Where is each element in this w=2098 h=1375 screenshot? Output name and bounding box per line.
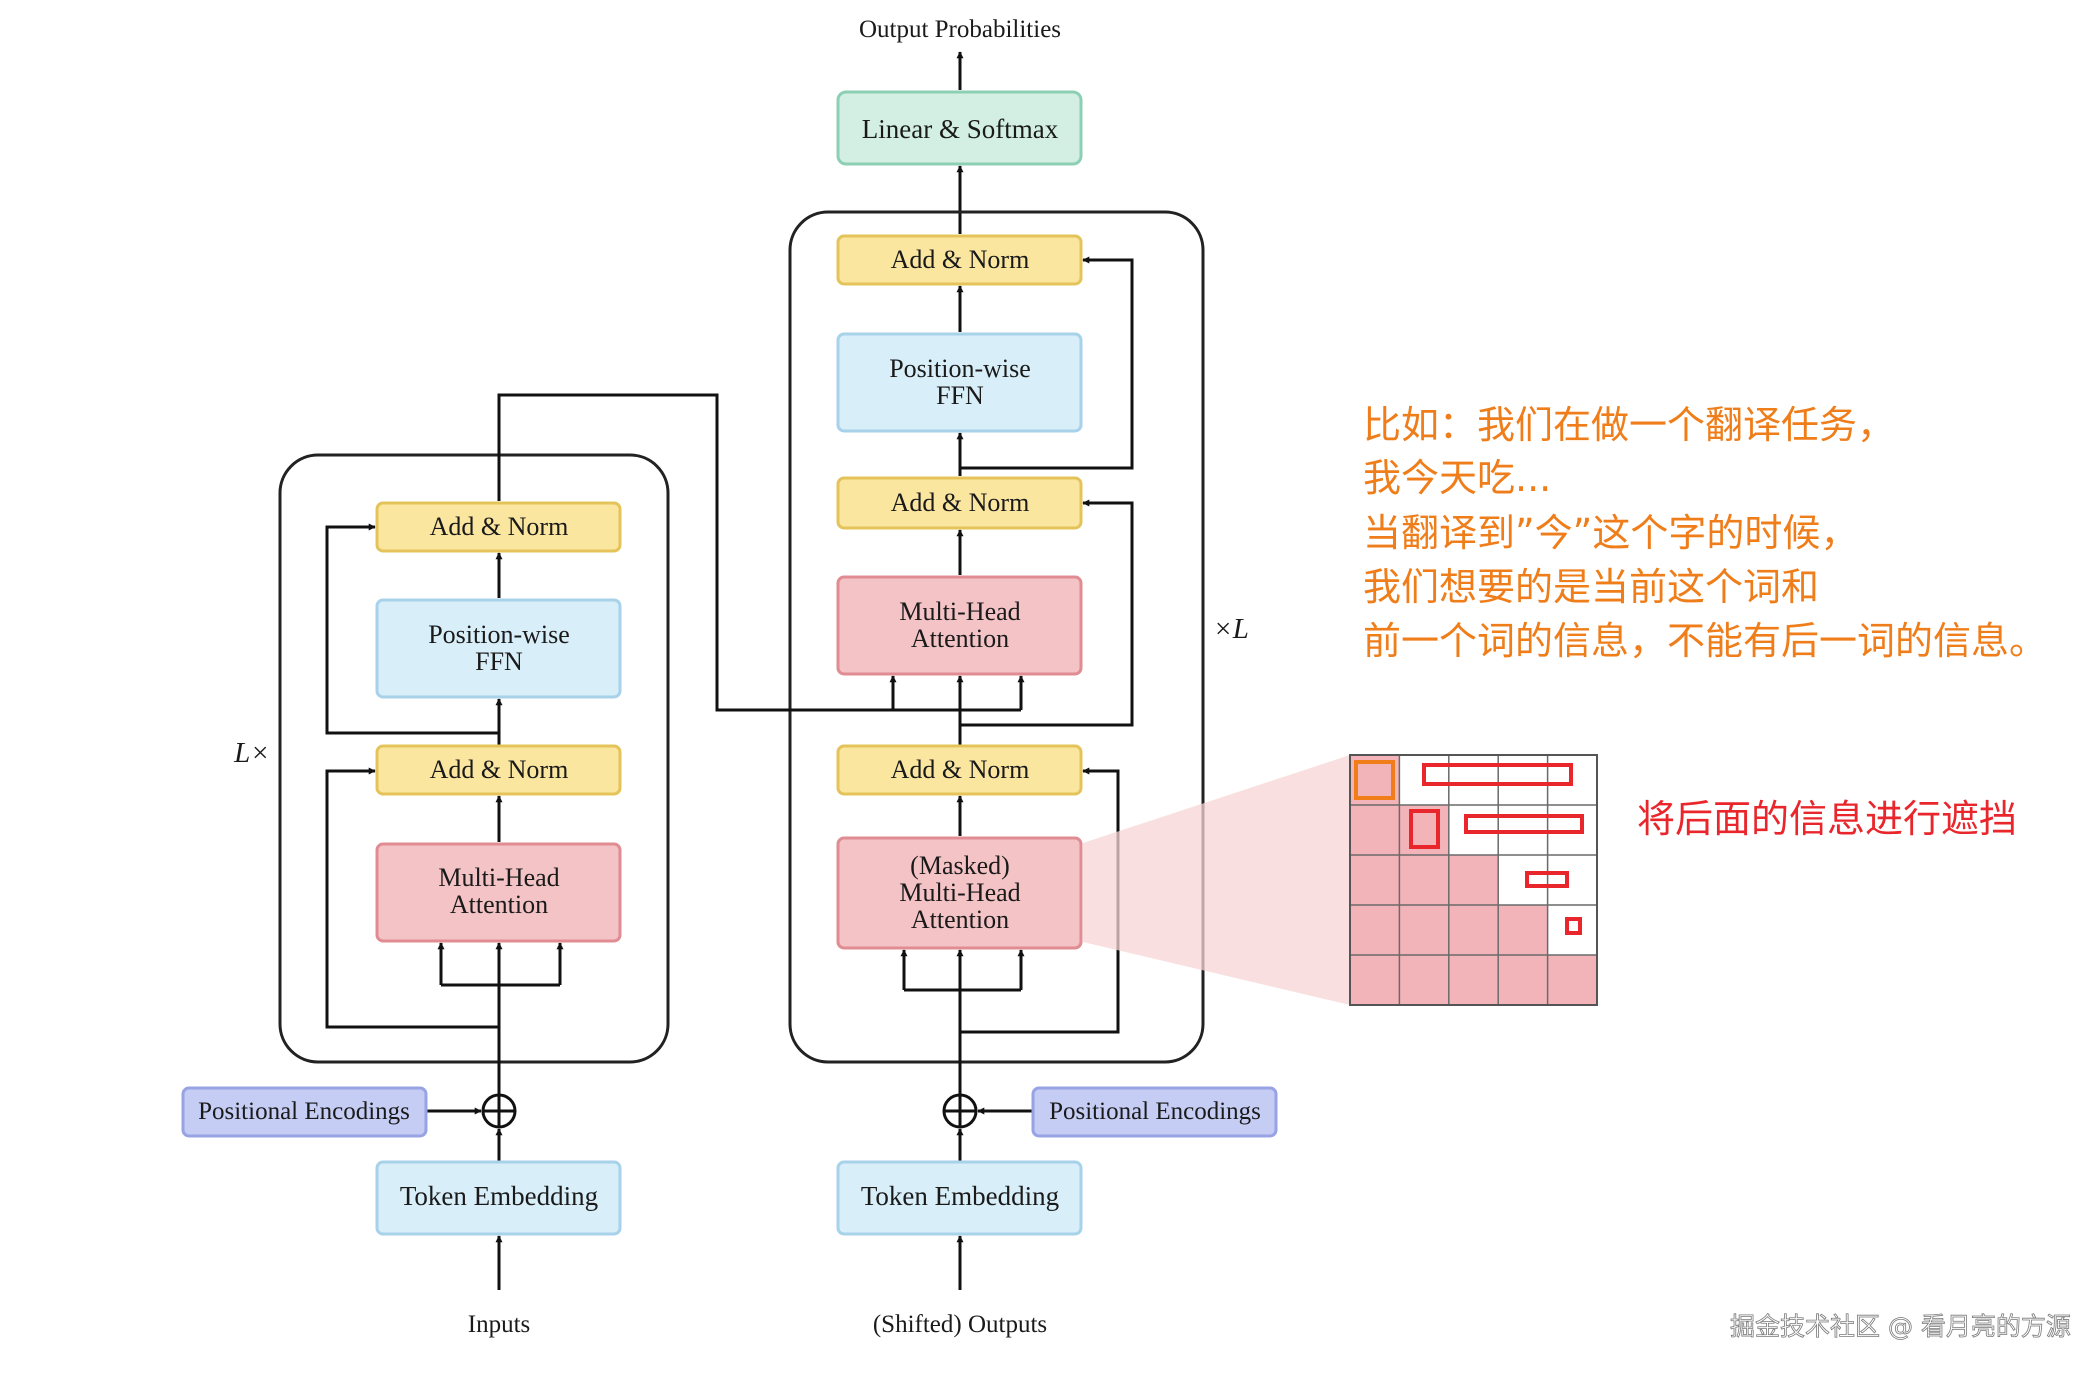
decoder-add-norm-3-label: Add & Norm [891, 245, 1030, 274]
annotation-line-4: 我们想要的是当前这个词和 [1363, 565, 1819, 609]
decoder-positional-encodings: Positional Encodings [1031, 1086, 1278, 1138]
encoder-add-norm-2: Add & Norm [375, 501, 622, 553]
annotation-line-1: 比如：我们在做一个翻译任务， [1363, 403, 1895, 447]
decoder-add-norm-1: Add & Norm [836, 744, 1083, 796]
encoder-add-norm-1-label: Add & Norm [430, 755, 569, 784]
linear-softmax-block: Linear & Softmax [836, 90, 1083, 166]
encoder-attention-line1: Multi-Head [438, 863, 559, 892]
decoder-add-norm-3: Add & Norm [836, 234, 1083, 286]
encoder-attention-line2: Attention [450, 890, 548, 919]
decoder-token-embedding-label: Token Embedding [861, 1181, 1059, 1211]
encoder-ffn-block: Position-wise FFN [375, 598, 622, 699]
annotation-line-5: 前一个词的信息，不能有后一词的信息。 [1363, 619, 2047, 663]
encoder-ffn-line1: Position-wise [428, 620, 570, 649]
annotation-block: 比如：我们在做一个翻译任务， 我今天吃... 当翻译到”今”这个字的时候， 我们… [1363, 403, 2047, 663]
decoder-cross-attention-line1: Multi-Head [899, 597, 1020, 626]
decoder-positional-encodings-label: Positional Encodings [1049, 1098, 1261, 1125]
encoder-add-norm-1: Add & Norm [375, 744, 622, 796]
decoder-add-norm-2-label: Add & Norm [891, 488, 1030, 517]
linear-softmax-label: Linear & Softmax [862, 114, 1059, 144]
output-probabilities-label: Output Probabilities [859, 16, 1061, 43]
encoder-positional-encodings-label: Positional Encodings [198, 1098, 410, 1125]
encoder-ffn-line2: FFN [475, 647, 523, 676]
encoder-token-embedding: Token Embedding [375, 1160, 622, 1236]
decoder-ffn-line1: Position-wise [889, 354, 1031, 383]
decoder-add-norm-2: Add & Norm [836, 476, 1083, 530]
annotation-line-3: 当翻译到”今”这个字的时候， [1363, 511, 1858, 555]
mask-matrix [1349, 754, 1598, 1006]
encoder-container [278, 453, 670, 1064]
decoder-token-embedding: Token Embedding [836, 1160, 1083, 1236]
decoder-cross-attention-block: Multi-Head Attention [836, 575, 1083, 676]
decoder-masked-attention-block: (Masked) Multi-Head Attention [836, 836, 1083, 950]
decoder-cross-attention-line2: Attention [911, 624, 1009, 653]
decoder-ffn-line2: FFN [936, 381, 984, 410]
masked-attention-line1: (Masked) [910, 851, 1010, 880]
decoder-add-norm-1-label: Add & Norm [891, 755, 1030, 784]
decoder-container [788, 210, 1205, 1064]
masked-attention-line3: Attention [911, 905, 1009, 934]
annotation-line-2: 我今天吃... [1363, 456, 1551, 500]
watermark: 掘金技术社区 @ 看月亮的方源 [1730, 1312, 2071, 1341]
encoder-positional-encodings: Positional Encodings [181, 1086, 428, 1138]
masked-attention-line2: Multi-Head [899, 878, 1020, 907]
shifted-outputs-label: (Shifted) Outputs [873, 1311, 1047, 1338]
encoder-add-norm-2-label: Add & Norm [430, 512, 569, 541]
encoder-token-embedding-label: Token Embedding [400, 1181, 598, 1211]
mask-projection-cone [1083, 755, 1350, 1005]
inputs-label: Inputs [468, 1311, 531, 1338]
encoder-repeat-label: L× [233, 737, 270, 769]
decoder-ffn-block: Position-wise FFN [836, 332, 1083, 433]
encoder-attention-block: Multi-Head Attention [375, 842, 622, 943]
mask-caption: 将后面的信息进行遮挡 [1637, 797, 2017, 841]
decoder-repeat-label: ×L [1213, 613, 1249, 645]
